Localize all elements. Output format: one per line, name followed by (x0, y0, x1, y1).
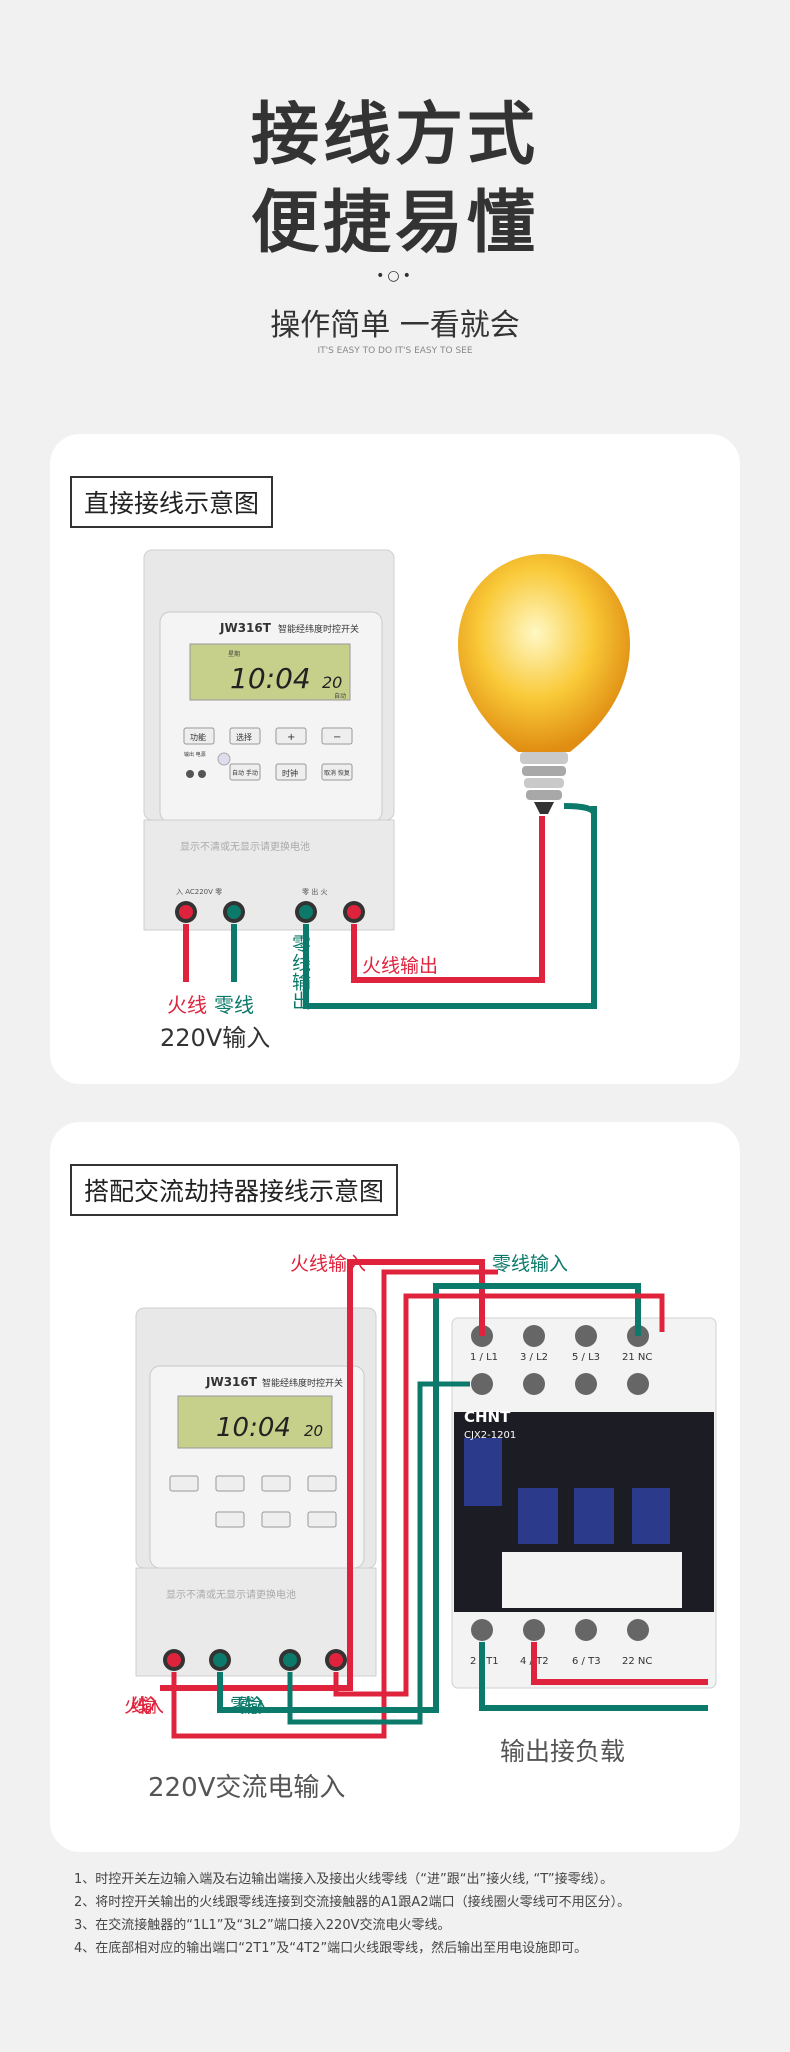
live-input-wire-2 (171, 1269, 498, 1739)
direct-wiring-card: 直接接线示意图 JW316T 智能经纬度时控开关 星期 10:04 20 自动 … (50, 434, 740, 1084)
direct-wiring-title: 直接接线示意图 (70, 476, 274, 528)
plus-button-2[interactable] (261, 1475, 291, 1492)
select-button[interactable] (229, 727, 261, 745)
reset-icon (217, 752, 231, 766)
contactor-brand: CHNT (464, 1408, 511, 1426)
minus-button-label: − (333, 732, 341, 743)
function-button-label: 功能 (190, 732, 206, 742)
load-output-label: 输出接负载 (500, 1737, 625, 1766)
minus-button-2[interactable] (307, 1475, 337, 1492)
neutral-out-label: 零线输出 (289, 934, 311, 1010)
function-button[interactable] (183, 727, 215, 745)
neutral-out-terminal (299, 905, 313, 919)
cover2-text: 显示不清或无显示请更换电池 (166, 1588, 296, 1601)
timer-switch-2: JW316T 智能经纬度时控开关 10:04 20 显示不清或无显示请更换电池 (135, 1307, 377, 1677)
live-input-label-top: 火线输入 (290, 1253, 366, 1275)
neutral-in-terminal-2 (213, 1653, 227, 1667)
auto-button-label: 自动 手动 (232, 769, 258, 777)
decorative-dots: •○• (376, 268, 414, 284)
neutral-out-wire (303, 924, 597, 1009)
top-terminal-4: 21 NC (622, 1352, 652, 1363)
ac-contactor: CHNT CJX2-1201 1 / L1 3 / L2 5 / L3 21 N… (451, 1317, 717, 1689)
live-in-terminal-2 (167, 1653, 181, 1667)
live-input-label-left: 火线输入 (124, 1695, 164, 1717)
timer2-model: JW316T (205, 1375, 258, 1389)
clock-button[interactable] (275, 763, 307, 781)
lcd-bottom-label: 自动 (334, 692, 346, 700)
auto-button-2[interactable] (215, 1511, 245, 1528)
live-out-terminal (347, 905, 361, 919)
live-out-terminal-2 (329, 1653, 343, 1667)
function-button-2[interactable] (169, 1475, 199, 1492)
page-subtitle: 操作简单 一看就会 (270, 308, 520, 343)
minus-button[interactable] (321, 727, 353, 745)
contactor-wiring-card: 搭配交流劫持器接线示意图 JW316T 智能经纬度时控开关 10:04 20 显… (50, 1122, 740, 1852)
select-button-2[interactable] (215, 1475, 245, 1492)
power-led-icon (198, 770, 206, 778)
neutral-input-label-left: 零线输入 (230, 1695, 270, 1717)
note-1: 1、时控开关左边输入端及右边输出端接入及接出火线零线（“进”跟“出”接火线, “… (74, 1872, 614, 1887)
top-terminal-1: 1 / L1 (470, 1352, 498, 1363)
input-220v-ac-label: 220V交流电输入 (148, 1773, 345, 1803)
led-label: 输出 电源 (184, 751, 206, 758)
cover-text: 显示不清或无显示请更换电池 (180, 840, 310, 853)
clock-button-2[interactable] (261, 1511, 291, 1528)
lcd2-seconds: 20 (304, 1422, 323, 1440)
page-subtitle-en: IT'S EASY TO DO IT'S EASY TO SEE (317, 346, 473, 356)
light-bulb-icon (458, 554, 630, 926)
timer-model: JW316T (219, 621, 272, 635)
input-220v-label: 220V输入 (160, 1024, 270, 1052)
load-neutral-wire (479, 1642, 708, 1711)
plus-button[interactable] (275, 727, 307, 745)
direct-wiring-diagram: JW316T 智能经纬度时控开关 星期 10:04 20 自动 功能 选择 + … (143, 549, 630, 1052)
contactor-wiring-title: 搭配交流劫持器接线示意图 (70, 1164, 399, 1216)
neutral-out-to-coil (287, 1381, 470, 1725)
page-title-line1: 接线方式 (250, 96, 539, 175)
wiring-notes: 1、时控开关左边输入端及右边输出端接入及接出火线零线（“进”跟“出”接火线, “… (74, 1868, 630, 1960)
note-2: 2、将时控开关输出的火线跟零线连接到交流接触器的A1跟A2端口（接线圈火零线可不… (74, 1895, 631, 1910)
bottom-terminal-3: 6 / T3 (572, 1656, 601, 1667)
output-led-icon (186, 770, 194, 778)
timer-switch: JW316T 智能经纬度时控开关 星期 10:04 20 自动 功能 选择 + … (143, 549, 395, 931)
neutral-in-terminal (227, 905, 241, 919)
lcd-seconds: 20 (322, 673, 342, 692)
lcd2-time: 10:04 (216, 1413, 291, 1443)
timer2-name: 智能经纬度时控开关 (262, 1377, 343, 1389)
live-out-label: 火线输出 (362, 955, 438, 977)
neutral-input-label-top: 零线输入 (492, 1253, 568, 1275)
contactor-model: CJX2-1201 (464, 1430, 516, 1441)
live-in-terminal (179, 905, 193, 919)
live-out-to-coil (333, 1293, 665, 1697)
page-title-line2: 便捷易懂 (250, 184, 539, 263)
bottom-terminal-4: 22 NC (622, 1656, 652, 1667)
lcd-time: 10:04 (230, 662, 311, 695)
cancel-button-2[interactable] (307, 1511, 337, 1528)
top-terminal-2: 3 / L2 (520, 1352, 548, 1363)
cancel-button[interactable] (321, 763, 353, 781)
live-out-wire (351, 924, 545, 983)
live-label: 火线 (167, 993, 207, 1017)
select-button-label: 选择 (236, 732, 252, 742)
contactor-wiring-diagram: JW316T 智能经纬度时控开关 10:04 20 显示不清或无显示请更换电池 (124, 1253, 717, 1803)
plus-button-label: + (287, 732, 295, 743)
neutral-label: 零线 (214, 993, 254, 1017)
cancel-button-label: 取消 恢复 (324, 769, 350, 777)
note-4: 4、在底部相对应的输出端口“2T1”及“4T2”端口火线跟零线，然后输出至用电设… (74, 1941, 588, 1956)
auto-button[interactable] (229, 763, 261, 781)
top-terminal-3: 5 / L3 (572, 1352, 600, 1363)
note-3: 3、在交流接触器的“1L1”及“3L2”端口接入220V交流电火零线。 (74, 1918, 451, 1933)
clock-button-label: 时钟 (282, 768, 298, 778)
terminal-out-label: 零 出 火 (302, 887, 327, 896)
timer-name: 智能经纬度时控开关 (278, 623, 359, 635)
neutral-out-terminal-2 (283, 1653, 297, 1667)
terminal-in-label: 入 AC220V 零 (176, 888, 222, 896)
lcd-top-label: 星期 (228, 650, 240, 658)
load-live-wire (531, 1642, 708, 1685)
